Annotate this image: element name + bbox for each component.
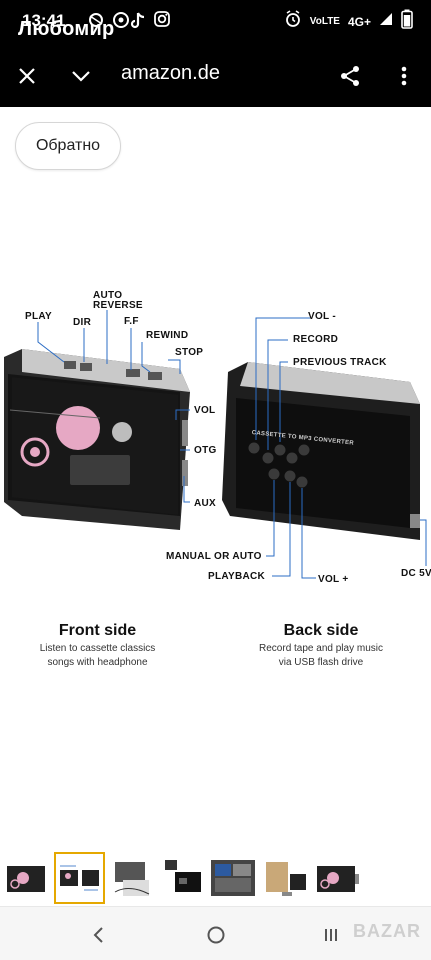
back-button[interactable]: Обратно xyxy=(15,122,121,170)
callout-record: RECORD xyxy=(293,334,339,345)
more-options-button[interactable] xyxy=(388,60,420,92)
front-side-title: Front side xyxy=(58,622,137,639)
product-illustration xyxy=(4,310,427,579)
callout-dc5v: DC 5V xyxy=(401,568,431,579)
callout-reverse: REVERSE xyxy=(93,300,143,311)
callout-playback: PLAYBACK xyxy=(208,571,266,582)
top-bar: 13:41 Любомир VoLTE 4G+ xyxy=(0,0,431,107)
callout-rewind: REWIND xyxy=(146,330,189,341)
back-side-description: Record tape and play music via USB flash… xyxy=(236,642,406,670)
alarm-icon xyxy=(284,10,302,33)
front-side-description: Listen to cassette classics songs with h… xyxy=(14,642,181,670)
collapse-button[interactable] xyxy=(65,60,97,92)
sync-icon xyxy=(86,10,108,32)
chevron-down-icon xyxy=(72,71,90,82)
volte-label: VoLTE xyxy=(309,15,340,27)
nav-home-button[interactable] xyxy=(202,921,230,949)
browser-app-bar: amazon.de xyxy=(0,48,431,104)
bazar-watermark: BAZAR xyxy=(353,921,421,941)
thumbnail-5[interactable] xyxy=(209,854,257,902)
callout-aux: AUX xyxy=(194,498,217,509)
back-callout-lines xyxy=(255,317,427,579)
thumbnail-3[interactable] xyxy=(109,854,157,902)
close-icon xyxy=(19,68,35,84)
front-side-desc-line2: songs with headphone xyxy=(47,657,148,668)
nav-back-button[interactable] xyxy=(84,921,112,949)
nav-back-icon xyxy=(93,927,103,943)
callout-play: PLAY xyxy=(25,311,52,322)
back-side-title: Back side xyxy=(283,622,359,639)
close-button[interactable] xyxy=(11,60,43,92)
thumbnail-strip xyxy=(0,850,431,906)
callout-vol-minus: VOL - xyxy=(308,311,336,322)
callout-dir: DIR xyxy=(73,317,92,328)
callout-vol-plus: VOL + xyxy=(318,574,349,585)
callout-ff: F.F xyxy=(124,316,139,327)
callout-previous-track: PREVIOUS TRACK xyxy=(293,357,387,368)
signal-icon xyxy=(379,12,393,31)
callout-stop: STOP xyxy=(175,347,204,358)
callout-auto: AUTO xyxy=(93,290,123,301)
callout-otg: OTG xyxy=(194,445,217,456)
product-image[interactable]: PLAY DIR AUTO REVERSE F.F REWIND STOP VO… xyxy=(0,270,431,690)
nav-recents-button[interactable] xyxy=(318,921,346,949)
status-bar: 13:41 Любомир VoLTE 4G+ xyxy=(0,0,431,44)
thumbnail-2-selected[interactable] xyxy=(54,852,105,904)
tiktok-icon xyxy=(128,10,150,32)
swirl-icon xyxy=(111,10,133,32)
thumbnail-6[interactable] xyxy=(262,854,310,902)
thumbnail-1[interactable] xyxy=(3,854,51,902)
share-icon xyxy=(341,66,359,86)
front-callout-lines xyxy=(37,310,190,503)
page-url: amazon.de xyxy=(121,62,220,84)
front-cassette-player xyxy=(4,349,190,530)
share-button[interactable] xyxy=(334,60,366,92)
callout-vol: VOL xyxy=(194,405,216,416)
back-cassette-player xyxy=(222,362,420,540)
front-side-desc-line1: Listen to cassette classics xyxy=(39,643,156,654)
instagram-icon xyxy=(153,10,175,32)
callout-manual-or-auto: MANUAL OR AUTO xyxy=(166,551,262,562)
nav-home-icon xyxy=(207,926,225,944)
thumbnail-7[interactable] xyxy=(313,854,361,902)
back-side-desc-line1: Record tape and play music xyxy=(259,643,383,654)
thumbnail-4[interactable] xyxy=(159,854,207,902)
back-side-desc-line2: via USB flash drive xyxy=(278,657,364,668)
status-time: 13:41 xyxy=(22,11,66,30)
nav-recents-icon xyxy=(325,929,337,941)
battery-icon xyxy=(401,9,413,34)
status-icons: VoLTE 4G+ xyxy=(284,9,413,34)
more-vert-icon xyxy=(401,66,407,86)
network-type: 4G+ xyxy=(347,14,371,29)
system-nav-bar: BAZAR xyxy=(0,906,431,960)
